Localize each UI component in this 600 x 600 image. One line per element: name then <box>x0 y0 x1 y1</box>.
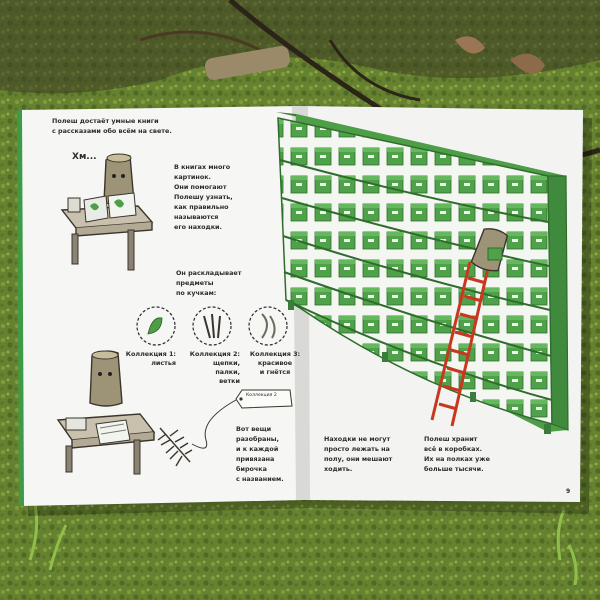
tag-description: Вот вещи разобраны, и к каждой привязана… <box>236 425 284 483</box>
twig <box>328 39 421 102</box>
tag-label: Коллекция 2 <box>246 393 277 398</box>
right-text-boxes: Полеш хранит всё в коробках. Их на полка… <box>424 435 490 473</box>
stump-reading-illustration <box>60 153 154 271</box>
collection-3-icon <box>248 306 288 346</box>
collection-1-label: Коллекция 1: листья <box>125 350 176 367</box>
soil-area <box>0 0 600 94</box>
cover-edge <box>17 110 24 506</box>
dry-leaf <box>455 36 485 54</box>
collection-1-icon <box>136 306 176 346</box>
collection-2-label: Коллекция 2: щепки, палки, ветки <box>189 350 240 385</box>
tag-illustration <box>191 389 293 449</box>
stump-on-ladder <box>470 228 509 272</box>
page-number: 9 <box>566 488 571 495</box>
dry-leaf <box>510 53 545 74</box>
intro-text: Полеш достаёт умные книги с рассказами о… <box>52 117 172 135</box>
collection-3-label: Коллекция 3: красивое и гнётся <box>249 350 301 376</box>
twig <box>139 30 261 52</box>
shelving-illustration <box>276 112 569 434</box>
exclaim-text: Хм... <box>72 152 97 162</box>
pine-branch-illustration <box>157 427 193 467</box>
sort-description: Он раскладывает предметы по кучкам: <box>176 269 242 297</box>
collection-2-icon <box>192 306 232 346</box>
grass-blades <box>28 504 578 586</box>
stump-sorting-illustration <box>56 350 156 475</box>
fallen-log <box>204 45 290 80</box>
books-description: В книгах много картинок. Они помогают По… <box>174 163 233 231</box>
red-ladder <box>430 261 490 427</box>
right-text-floor: Находки не могут просто лежать на полу, … <box>324 435 393 473</box>
